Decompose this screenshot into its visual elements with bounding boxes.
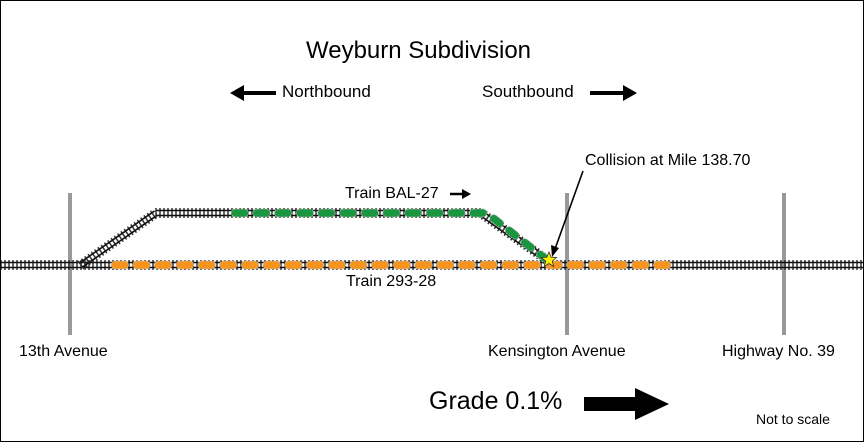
collision-pointer-line bbox=[554, 170, 584, 250]
train-293-28-car bbox=[154, 260, 173, 270]
railroad-tie bbox=[77, 260, 85, 270]
railroad-tie bbox=[516, 236, 524, 246]
railroad-tie bbox=[133, 221, 141, 231]
train-293-28-car bbox=[132, 260, 151, 270]
train-293-28-car bbox=[414, 260, 433, 270]
train-bal-27-car bbox=[520, 238, 536, 252]
railroad-tie bbox=[116, 233, 124, 243]
train-293-28-car bbox=[219, 260, 238, 270]
train-bal-27-car bbox=[404, 208, 423, 218]
railroad-tie bbox=[130, 223, 138, 234]
rail bbox=[79, 210, 156, 264]
train-bal-27-car bbox=[317, 208, 336, 218]
railroad-tie bbox=[100, 244, 108, 254]
location-kensington-avenue: Kensington Avenue bbox=[488, 343, 626, 360]
railroad-tie bbox=[93, 249, 101, 259]
railroad-tie bbox=[110, 237, 118, 247]
railroad-tie bbox=[107, 239, 115, 250]
bal-27-direction-arrowhead-icon bbox=[462, 189, 471, 199]
railroad-tie bbox=[149, 210, 157, 220]
southbound-label: Southbound bbox=[482, 82, 574, 101]
grade-label: Grade 0.1% bbox=[429, 387, 563, 415]
train-293-28-car bbox=[436, 260, 455, 270]
scale-note: Not to scale bbox=[756, 411, 830, 427]
railroad-tie bbox=[120, 230, 128, 240]
northbound-label: Northbound bbox=[282, 82, 371, 101]
grade-arrowhead-icon bbox=[635, 388, 669, 420]
train-293-28-car bbox=[588, 260, 607, 270]
southbound-arrowhead-icon bbox=[623, 85, 637, 101]
collision-label: Collision at Mile 138.70 bbox=[585, 152, 751, 169]
train-293-28-car bbox=[609, 260, 628, 270]
train-bal-27-car bbox=[489, 214, 505, 228]
train-bal-27-car bbox=[295, 208, 314, 218]
rail bbox=[81, 214, 158, 268]
railroad-tie bbox=[126, 226, 134, 236]
railroad-tie bbox=[146, 212, 154, 222]
collision-pointer-arrowhead-icon bbox=[551, 245, 559, 257]
train-bal-27-label: Train BAL-27 bbox=[345, 185, 439, 202]
railroad-tie bbox=[123, 228, 131, 238]
railroad-tie bbox=[80, 258, 88, 268]
train-293-28-car bbox=[631, 260, 650, 270]
location-highway-39: Highway No. 39 bbox=[722, 343, 835, 360]
train-bal-27-car bbox=[504, 226, 520, 240]
train-293-28-car bbox=[566, 260, 585, 270]
train-293-28-car bbox=[284, 260, 303, 270]
train-293-28-car bbox=[522, 260, 542, 270]
train-293-28-car bbox=[110, 260, 129, 270]
railroad-tie bbox=[136, 219, 144, 229]
train-293-28-car bbox=[197, 260, 216, 270]
train-bal-27-car bbox=[274, 208, 293, 218]
train-293-28-car bbox=[501, 260, 520, 270]
railroad-tie bbox=[97, 246, 105, 256]
railroad-tie bbox=[143, 214, 151, 224]
train-293-28-car bbox=[240, 260, 260, 270]
train-293-28-label: Train 293-28 bbox=[346, 273, 437, 290]
railroad-tie bbox=[103, 242, 111, 252]
railroad-tie bbox=[483, 213, 492, 223]
train-293-28-car bbox=[457, 260, 477, 270]
train-bal-27-car bbox=[230, 208, 249, 218]
grade-arrow-icon bbox=[584, 397, 639, 411]
train-293-28-car bbox=[392, 260, 411, 270]
train-bal-27-car bbox=[469, 208, 488, 218]
train-293-28-car bbox=[349, 260, 368, 270]
railroad-tie bbox=[87, 253, 95, 263]
train-bal-27-car bbox=[382, 208, 401, 218]
train-bal-27-car bbox=[360, 208, 379, 218]
northbound-arrowhead-icon bbox=[230, 85, 244, 101]
train-293-28-car bbox=[371, 260, 390, 270]
train-293-28-car bbox=[327, 260, 346, 270]
train-bal-27-car bbox=[447, 208, 466, 218]
railroad-tie bbox=[139, 217, 147, 227]
train-bal-27-car bbox=[339, 208, 358, 218]
collision-star-icon bbox=[540, 250, 558, 268]
train-293-28-car bbox=[262, 260, 281, 270]
train-bal-27-car bbox=[252, 208, 271, 218]
railroad-tie bbox=[90, 251, 98, 261]
train-293-28-car bbox=[653, 260, 672, 270]
railroad-tie bbox=[500, 224, 508, 234]
train-293-28-car bbox=[175, 260, 195, 270]
railroad-tie bbox=[532, 248, 540, 258]
location-13th-avenue: 13th Avenue bbox=[19, 343, 108, 360]
railroad-tie bbox=[113, 235, 121, 245]
train-293-28-car bbox=[305, 260, 325, 270]
train-293-28-car bbox=[479, 260, 498, 270]
train-bal-27-car bbox=[425, 208, 444, 218]
diagram-title: Weyburn Subdivision bbox=[306, 37, 532, 64]
railroad-tie bbox=[84, 255, 92, 265]
